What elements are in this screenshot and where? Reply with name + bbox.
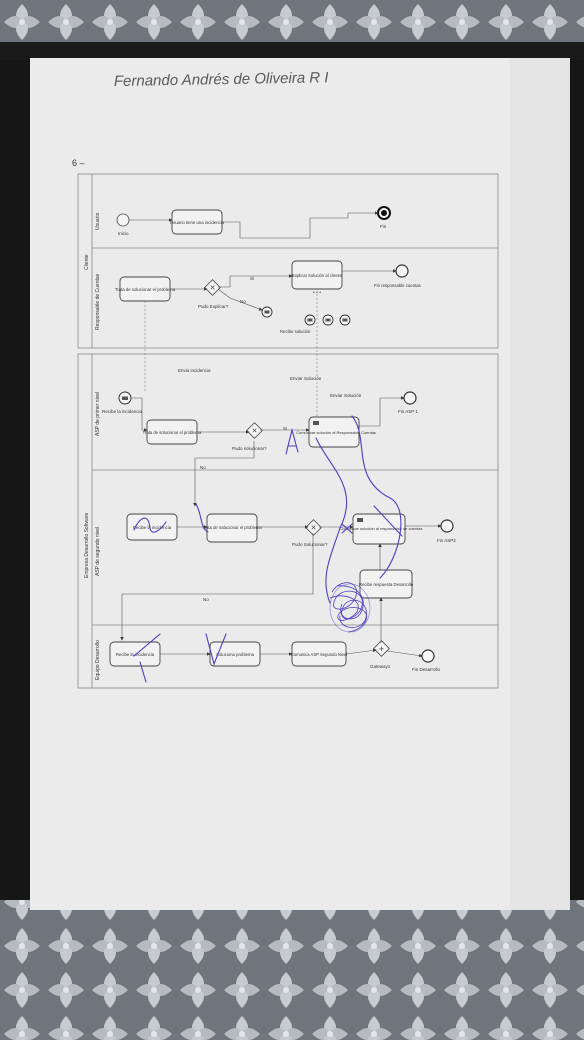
task-comunicar-responsable-2-label: Comunicar solución al responsable de cue… [340, 526, 423, 531]
label-si-2: Si [283, 426, 287, 431]
gateway-parallel: + [373, 640, 390, 657]
svg-text:✕: ✕ [252, 428, 258, 435]
pen-annotations [133, 415, 403, 683]
gateway-pudo-solucionar-2: ✕ [305, 519, 322, 536]
fabric-bottom [0, 900, 584, 1040]
task-trata-solucionar-asp2-label: Trata de Solucionar el problema [202, 525, 262, 530]
task-comunica-asp-label: Comunica ASP Segundo Nivel [291, 652, 348, 657]
task-comunicar-responsable-label: Comunicar solución al Responsable Cuenta… [296, 430, 376, 435]
svg-text:✕: ✕ [311, 525, 317, 532]
label-fin-asp1: Fin ASP 1 [398, 409, 418, 414]
task-usuario-tiene-label: Usuario tiene una incidencia [170, 220, 225, 225]
label-fin-asp2: Fin ASP2 [437, 538, 456, 543]
label-recibe-solucion: Recibe solución [280, 329, 311, 334]
label-inicio: Inicio [118, 231, 129, 236]
pen-scribble [329, 582, 371, 633]
task-soluciona-problema-label: Soluciona problema [216, 652, 255, 657]
task-trata-solucionar-label: Trata de solucionar el problema [115, 287, 176, 292]
fabric-top [0, 0, 584, 44]
gateway-pudo-solucionar: ✕ [246, 422, 263, 439]
label-si-1: Si [250, 276, 254, 281]
label-enviar-solucion-1: Enviar Solución [290, 376, 322, 381]
pool-empresa [77, 353, 499, 689]
label-pudo-solucionar: Pudo solucionar? [232, 446, 267, 451]
pool-cliente-label: Cliente [84, 254, 90, 270]
lane-equipo-label: Equipo Desarrollo [95, 640, 101, 680]
gateway-pudo-explicar: ✕ [204, 279, 221, 296]
label-fin-desarrollo: Fin Desarrollo [412, 667, 441, 672]
label-fin-responsable: Fin responsable cuentas [374, 283, 421, 288]
svg-text:✕: ✕ [210, 285, 216, 292]
label-pudo-solucionar-2: Pudo Solucionar? [292, 542, 328, 547]
label-no-1: No [240, 299, 246, 304]
pool-cliente [77, 173, 499, 349]
task-recibe-incidencia-asp2-label: Recibe la incidencia [133, 525, 172, 530]
end-event-fin-asp1 [403, 391, 417, 405]
end-event-fin-responsable [395, 264, 409, 278]
paper-sheet: Fernando Andrés de Oliveira R I 6 – Clie… [30, 58, 570, 910]
task-explicar-solucion-label: Explicar Solución al cliente [292, 273, 342, 278]
pool-empresa-label: Empresa Desarrollo Software [84, 512, 90, 578]
end-event-fin-desarrollo [421, 649, 435, 663]
lane-usuario-label: Usuario [95, 213, 101, 230]
label-recibe-incidencia-1: Recibe la incidencia [102, 409, 143, 414]
label-pudo-explicar: Pudo Explicar? [198, 304, 229, 309]
task-recibe-respuesta-label: Recibe respuesta Desarrollo [359, 582, 414, 587]
label-fin: Fin [380, 224, 387, 229]
lane-responsable-label: Responsable de Cuentas [95, 273, 101, 330]
label-no-3: No [203, 597, 209, 602]
label-enviar-solucion-2: Enviar Solución [330, 393, 362, 398]
lane-asp2-label: ASP de segundo nivel [95, 527, 101, 576]
label-no-2: No [200, 465, 206, 470]
lane-asp1-label: ASP de primer nivel [95, 392, 101, 436]
start-event-inicio [116, 213, 130, 227]
label-envia-incidencia: Envia incidencia [178, 368, 211, 373]
task-trata-solucionar-asp1-label: Trata de solucionar el problema [143, 430, 202, 435]
svg-text:• • •: • • • [313, 290, 321, 296]
label-gateway: Gateway1 [370, 664, 391, 669]
handwritten-title: Fernando Andrés de Oliveira R I [114, 69, 329, 90]
end-event-fin-asp2 [440, 519, 454, 533]
page-number: 6 – [72, 158, 85, 168]
svg-text:+: + [379, 644, 384, 654]
